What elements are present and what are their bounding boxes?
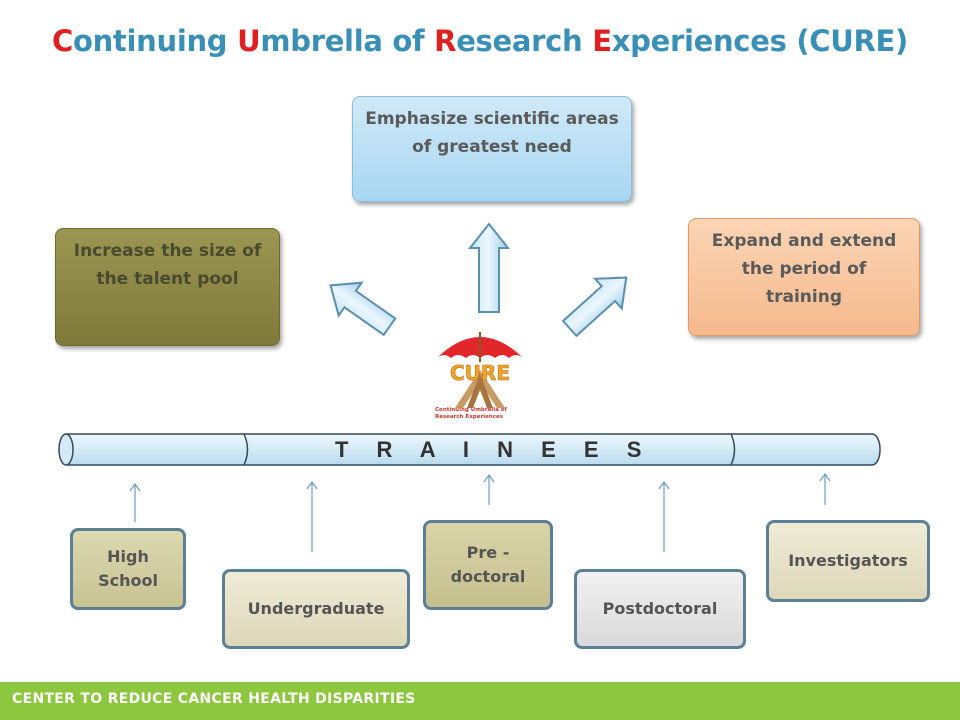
trainee-box-undergraduate: Undergraduate	[222, 569, 410, 649]
up-arrow-icon	[467, 222, 511, 313]
logo-caption-line2: Research Experiences	[435, 414, 503, 420]
logo-word: CURE	[450, 361, 510, 385]
arrow-head-investigators	[819, 472, 831, 482]
goal-label-expand: Expand and extend the period of training	[711, 231, 897, 307]
trainee-label-pre-doctoral: Pre - doctoral	[450, 543, 526, 586]
pipeline-joint-2	[730, 433, 736, 466]
arrow-head-undergraduate	[306, 480, 318, 490]
trainee-label-postdoctoral: Postdoctoral	[602, 599, 718, 618]
goal-box-expand: Expand and extend the period of training	[688, 218, 920, 336]
page-title: Continuing Umbrella of Research Experien…	[0, 24, 960, 58]
title-letter-c: C	[51, 24, 73, 58]
trainee-label-high-school: High School	[98, 547, 158, 590]
pipeline-joint-1	[243, 433, 249, 466]
arrow-head-pre-doctoral	[483, 473, 495, 483]
title-letter-u: U	[237, 24, 261, 58]
footer-text: CENTER TO REDUCE CANCER HEALTH DISPARITI…	[12, 691, 416, 707]
title-text-4: xperiences (CURE)	[611, 24, 909, 58]
title-text-1: ontinuing	[72, 24, 238, 58]
title-text-3: esearch	[456, 24, 593, 58]
trainee-label-undergraduate: Undergraduate	[247, 599, 385, 618]
right-arrow-icon	[561, 276, 628, 338]
logo-caption: Continuing Umbrella of Research Experien…	[435, 407, 525, 421]
arrow-head-high-school	[129, 482, 141, 492]
pipeline-end-cap	[58, 433, 74, 466]
trainee-label-investigators: Investigators	[788, 551, 908, 570]
goal-label-increase: Increase the size of the talent pool	[73, 241, 262, 289]
trainee-box-postdoctoral: Postdoctoral	[574, 569, 746, 649]
title-text-2: mbrella of	[260, 24, 435, 58]
trainee-box-pre-doctoral: Pre - doctoral	[423, 520, 553, 610]
footer-bar: CENTER TO REDUCE CANCER HEALTH DISPARITI…	[0, 682, 960, 720]
logo-caption-line1: Continuing Umbrella of	[435, 407, 507, 413]
title-letter-e: E	[592, 24, 612, 58]
cure-umbrella-logo-icon: CURE	[437, 332, 523, 408]
title-letter-r: R	[434, 24, 457, 58]
goal-box-emphasize: Emphasize scientific areas of greatest n…	[352, 96, 632, 202]
pipeline-label: T R A I N E E S	[335, 437, 653, 462]
goal-box-increase: Increase the size of the talent pool	[55, 228, 280, 346]
arrow-head-postdoctoral	[658, 480, 670, 490]
trainee-arrows	[129, 472, 831, 552]
trainee-box-high-school: High School	[70, 528, 186, 610]
trainee-box-investigators: Investigators	[766, 520, 930, 602]
goal-label-emphasize: Emphasize scientific areas of greatest n…	[365, 109, 619, 157]
left-arrow-icon	[329, 281, 397, 337]
